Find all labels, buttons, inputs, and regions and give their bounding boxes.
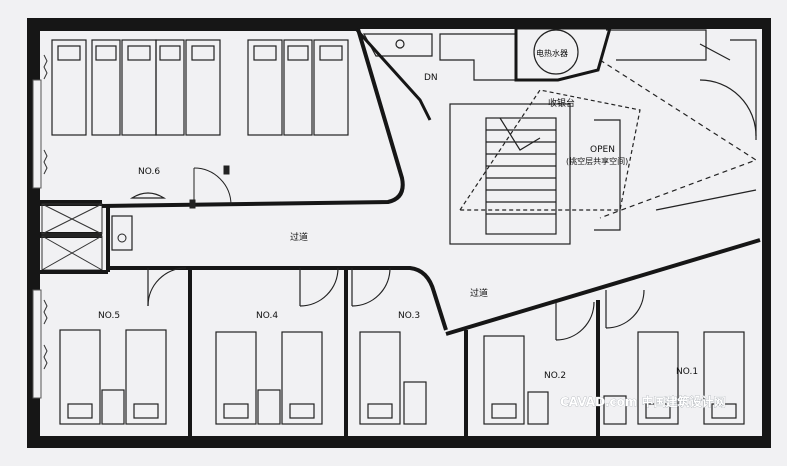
watermark: CAVAD.com 中国建筑设计网 <box>560 394 726 409</box>
room-no5 <box>59 267 187 425</box>
window-2 <box>32 289 42 399</box>
room-no6-wall <box>40 27 405 208</box>
room-no1 <box>603 289 745 425</box>
label-no4: NO.4 <box>256 311 278 321</box>
water-heater-icon <box>533 29 579 75</box>
upper-right-area <box>362 29 758 245</box>
wall-top <box>27 18 770 29</box>
label-no5: NO.5 <box>98 311 120 321</box>
room-walls-bottom <box>40 238 761 436</box>
label-water-heater: 电热水器 <box>536 48 568 58</box>
label-no3: NO.3 <box>398 311 420 321</box>
room-no3 <box>351 267 427 425</box>
stair-steps <box>486 129 556 215</box>
label-cashier: 收银台 <box>548 97 575 109</box>
wall-bottom <box>27 436 771 448</box>
label-dn: DN <box>424 73 438 83</box>
room-no2 <box>483 301 595 425</box>
window-1 <box>32 79 42 189</box>
wall-right <box>762 18 771 448</box>
label-corridor-right: 过道 <box>470 287 488 299</box>
label-open-sub: (挑空层共享空间) <box>566 156 628 166</box>
label-open: OPEN <box>590 145 615 155</box>
water-heater-wall <box>514 26 612 82</box>
door-no6 <box>189 165 232 209</box>
label-corridor-left: 过道 <box>290 231 308 243</box>
label-no1: NO.1 <box>676 367 698 377</box>
label-no2: NO.2 <box>544 371 566 381</box>
room-no4 <box>215 267 339 425</box>
stair-wall <box>354 27 432 121</box>
corridor-left <box>108 215 448 331</box>
shafts <box>41 203 103 271</box>
sink-no6 <box>129 192 167 199</box>
left-windows <box>32 54 48 399</box>
label-no6: NO.6 <box>138 167 160 177</box>
wall-left-mid2 <box>27 232 102 238</box>
beds-no6 <box>51 39 349 136</box>
wall-left-mid <box>27 200 102 206</box>
